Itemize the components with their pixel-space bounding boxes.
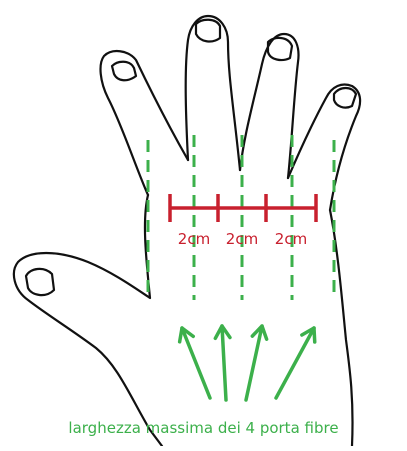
measure-label-2: 2cm bbox=[226, 230, 258, 248]
measure-label-3: 2cm bbox=[275, 230, 307, 248]
thumb-nail bbox=[26, 269, 54, 295]
arrow-3 bbox=[246, 326, 267, 400]
pinky-outline bbox=[288, 85, 360, 211]
middle-nail bbox=[196, 20, 220, 42]
measure-label-1: 2cm bbox=[178, 230, 210, 248]
arrow-4 bbox=[276, 328, 315, 398]
arrow-1 bbox=[180, 328, 210, 398]
index-nail bbox=[112, 62, 136, 81]
thumb-outline bbox=[14, 195, 162, 446]
caption: larghezza massima dei 4 porta fibre bbox=[0, 419, 407, 437]
measure-labels: 2cm 2cm 2cm bbox=[178, 230, 307, 248]
arrow-2 bbox=[215, 326, 230, 400]
insertion-arrows bbox=[180, 326, 315, 400]
fiber-guide-lines bbox=[148, 135, 334, 300]
pinky-nail bbox=[334, 88, 356, 108]
